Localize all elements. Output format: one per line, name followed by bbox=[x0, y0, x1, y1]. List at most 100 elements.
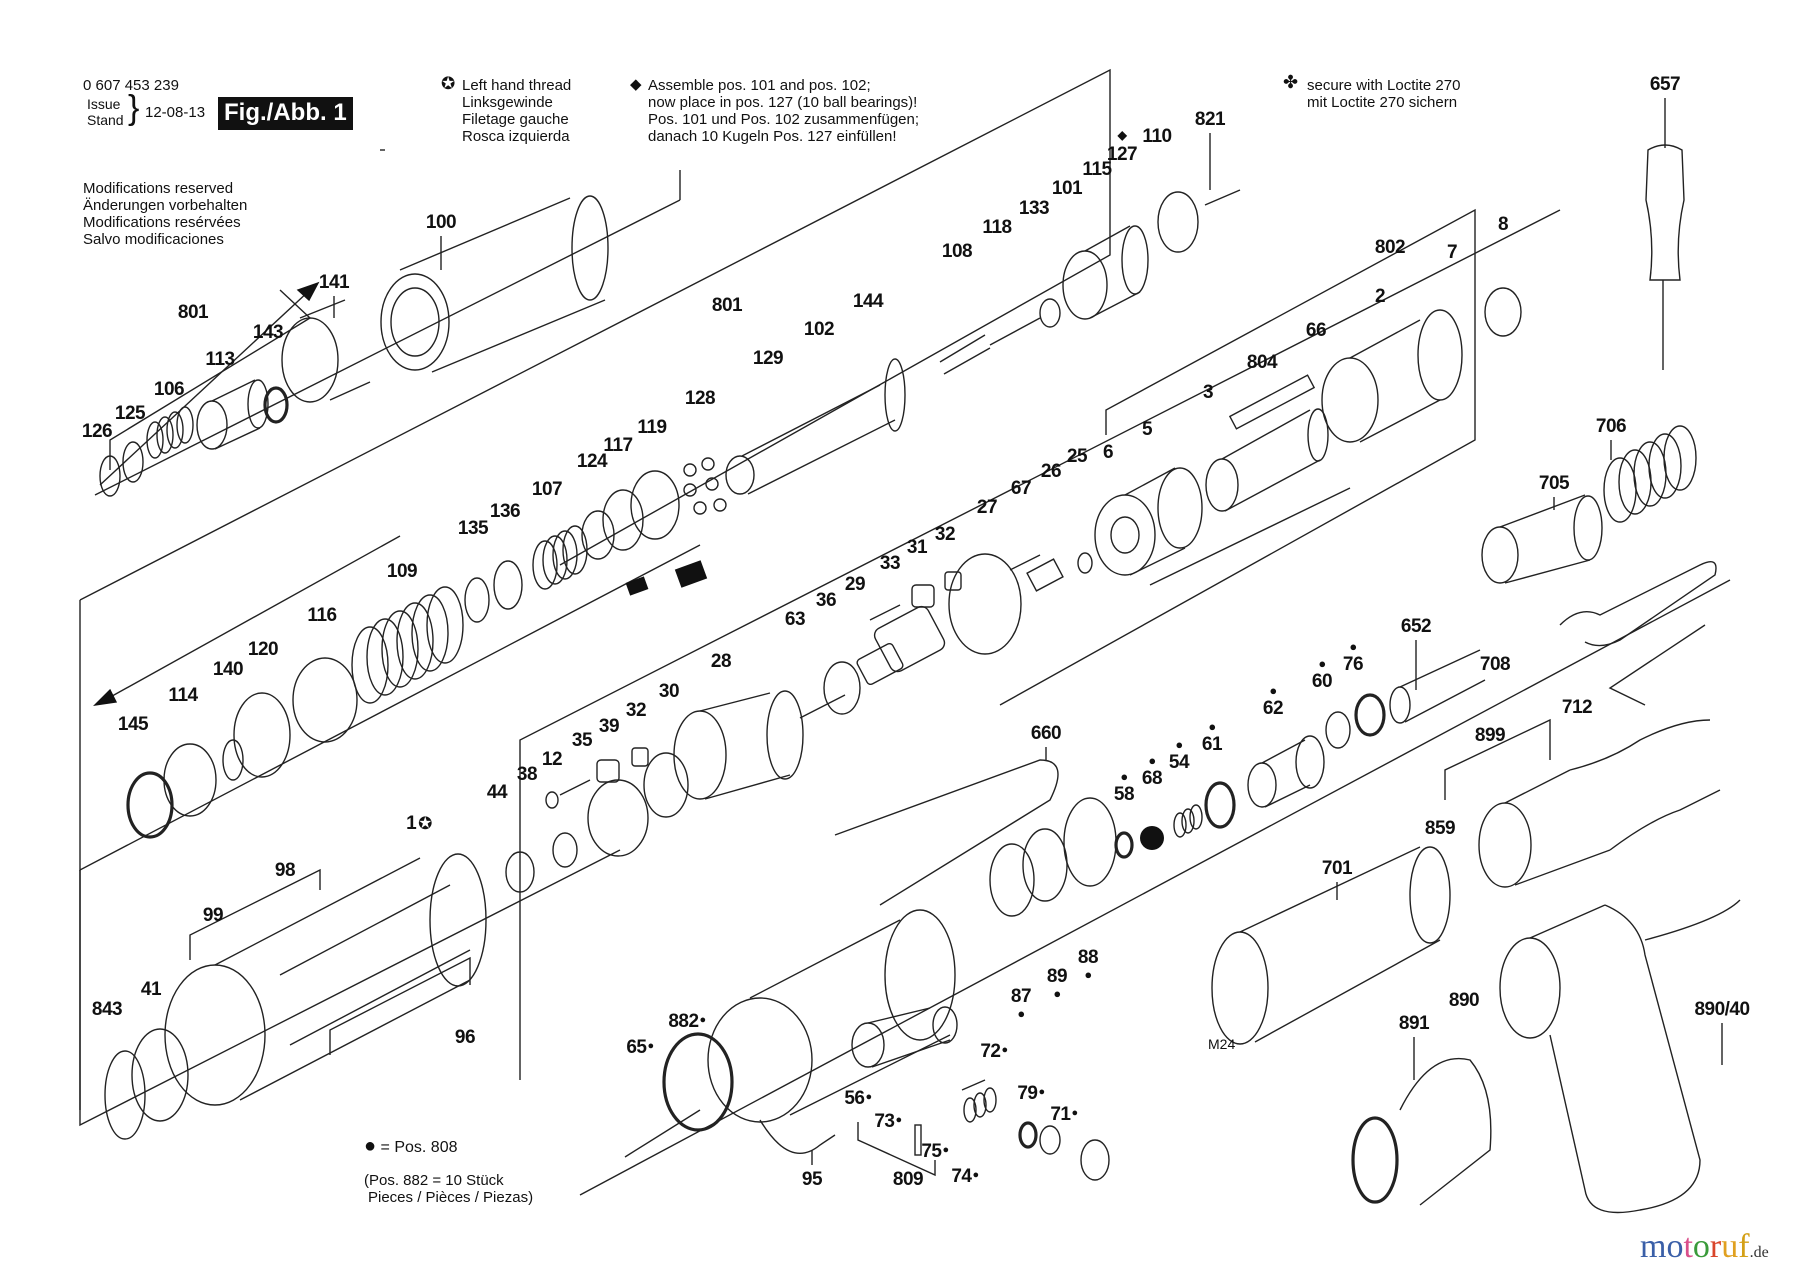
arrow-801-lower bbox=[93, 535, 401, 706]
part-label-6: 6 bbox=[1102, 442, 1114, 463]
part-25 bbox=[1077, 552, 1093, 574]
lht-es: Rosca izquierda bbox=[462, 128, 570, 145]
part-label-28: 28 bbox=[710, 651, 732, 672]
part-label-882: 882 bbox=[668, 1011, 705, 1033]
part-label-120: 120 bbox=[247, 639, 279, 660]
part-108-spring bbox=[939, 334, 991, 375]
part-label-143: 143 bbox=[252, 322, 284, 343]
part-label-74: 74 bbox=[951, 1166, 978, 1188]
part-label-712: 712 bbox=[1561, 697, 1593, 718]
part-116 bbox=[292, 657, 358, 743]
part-label-804: 804 bbox=[1246, 352, 1278, 373]
part-label-843: 843 bbox=[91, 999, 123, 1020]
part-113-knurled-nut bbox=[196, 379, 269, 450]
part-label-113: 113 bbox=[205, 349, 235, 370]
part-88-disc bbox=[1063, 797, 1117, 887]
part-701-housing bbox=[1211, 846, 1451, 1045]
part-5-6-bearing bbox=[1094, 467, 1203, 576]
part-30 bbox=[643, 752, 689, 818]
part-71-knob bbox=[1039, 1125, 1110, 1181]
part-label-127: 127 bbox=[1107, 144, 1138, 166]
part-label-136: 136 bbox=[489, 501, 521, 522]
part-821-pin bbox=[1204, 189, 1241, 206]
part-117 bbox=[602, 489, 644, 551]
part-label-30: 30 bbox=[658, 681, 680, 702]
part-number: 0 607 453 239 bbox=[83, 77, 179, 94]
part-label-1: 1 bbox=[406, 813, 432, 835]
part-label-821: 821 bbox=[1194, 109, 1226, 130]
part-76-o-ring bbox=[1354, 693, 1386, 737]
part-label-107: 107 bbox=[531, 479, 563, 500]
part-143-o-ring bbox=[263, 386, 289, 424]
modifications-note: Modifications reserved Änderungen vorbeh… bbox=[83, 180, 247, 248]
logo-letter: m bbox=[1640, 1228, 1667, 1265]
assemble-line-3: Pos. 101 und Pos. 102 zusammenfügen; bbox=[648, 111, 920, 128]
part-140 bbox=[222, 739, 244, 781]
part-label-109: 109 bbox=[386, 561, 418, 582]
part-label-100: 100 bbox=[425, 212, 457, 233]
assemble-line-4: danach 10 Kugeln Pos. 127 einfüllen! bbox=[648, 128, 897, 145]
part-2-cylinder bbox=[1321, 309, 1463, 443]
part-61-o-ring bbox=[1204, 781, 1236, 829]
part-label-114: 114 bbox=[168, 685, 198, 706]
part-119 bbox=[630, 470, 680, 540]
loctite-note: ✤ secure with Loctite 270 mit Loctite 27… bbox=[1283, 73, 1460, 111]
part-label-62: 62 bbox=[1263, 698, 1284, 720]
part-label-39: 39 bbox=[598, 716, 620, 737]
part-block-large bbox=[674, 560, 708, 588]
part-label-660: 660 bbox=[1030, 723, 1062, 744]
part-label-657: 657 bbox=[1649, 74, 1681, 95]
part-136-ring bbox=[493, 560, 523, 610]
part-label-117: 117 bbox=[603, 435, 633, 456]
part-804-vane bbox=[1228, 374, 1316, 430]
arrow-801-upper bbox=[99, 281, 320, 486]
logo-letter: r bbox=[1709, 1228, 1722, 1265]
part-128-balls bbox=[683, 457, 727, 515]
part-label-890: 890 bbox=[1448, 990, 1480, 1011]
logo-letter: o bbox=[1666, 1228, 1684, 1265]
part-706-spring bbox=[1603, 425, 1697, 523]
part-label-129: 129 bbox=[752, 348, 784, 369]
part-label-73: 73 bbox=[874, 1111, 901, 1133]
part-label-56: 56 bbox=[844, 1088, 871, 1110]
part-882-housing bbox=[707, 909, 956, 1123]
pos882-line-1: (Pos. 882 = 10 Stück bbox=[364, 1172, 504, 1189]
part-label-801: 801 bbox=[177, 302, 209, 323]
part-label-135: 135 bbox=[457, 518, 489, 539]
part-107-spring bbox=[532, 525, 588, 590]
part-label-26: 26 bbox=[1040, 461, 1062, 482]
part-66-pin bbox=[1149, 487, 1351, 586]
part-712-hex-key bbox=[1608, 624, 1706, 706]
part-32-gear-upper bbox=[944, 571, 962, 591]
part-label-61: 61 bbox=[1202, 734, 1223, 756]
part-label-76: 76 bbox=[1343, 654, 1364, 676]
part-87-ring bbox=[989, 843, 1035, 917]
part-label-140: 140 bbox=[212, 659, 244, 680]
part-32-gear-lower bbox=[631, 747, 649, 767]
part-102-spindle bbox=[725, 358, 906, 495]
dot-marker-icon: ● bbox=[1084, 967, 1092, 982]
part-label-5: 5 bbox=[1141, 419, 1153, 440]
issue-stand-labels: Issue Stand bbox=[87, 96, 124, 128]
part-label-124: 124 bbox=[576, 451, 608, 472]
part-label-88: 88● bbox=[1077, 947, 1099, 982]
part-33-pin bbox=[869, 604, 901, 621]
part-60-filter bbox=[1325, 711, 1351, 749]
part-label-63: 63 bbox=[784, 609, 806, 630]
part-3-rotor bbox=[1205, 408, 1329, 512]
part-label-32: 32 bbox=[625, 700, 647, 721]
pos882-line-2: Pieces / Pièces / Piezas) bbox=[368, 1189, 534, 1206]
part-135-ring bbox=[464, 577, 490, 623]
part-660-wire bbox=[834, 759, 1059, 906]
part-652-hose-nipple bbox=[1389, 649, 1486, 724]
part-label-95: 95 bbox=[801, 1169, 823, 1190]
part-label-126: 126 bbox=[81, 421, 113, 442]
part-label-809: 809 bbox=[892, 1169, 924, 1190]
dot-marker-icon: ● bbox=[1053, 986, 1061, 1001]
part-27-plate bbox=[948, 553, 1022, 655]
assemble-line-1: Assemble pos. 101 and pos. 102; bbox=[648, 77, 871, 94]
part-label-32: 32 bbox=[934, 524, 956, 545]
part-54-spring bbox=[1173, 804, 1203, 838]
part-145-o-ring bbox=[126, 771, 174, 839]
part-label-71: 71 bbox=[1050, 1104, 1077, 1126]
